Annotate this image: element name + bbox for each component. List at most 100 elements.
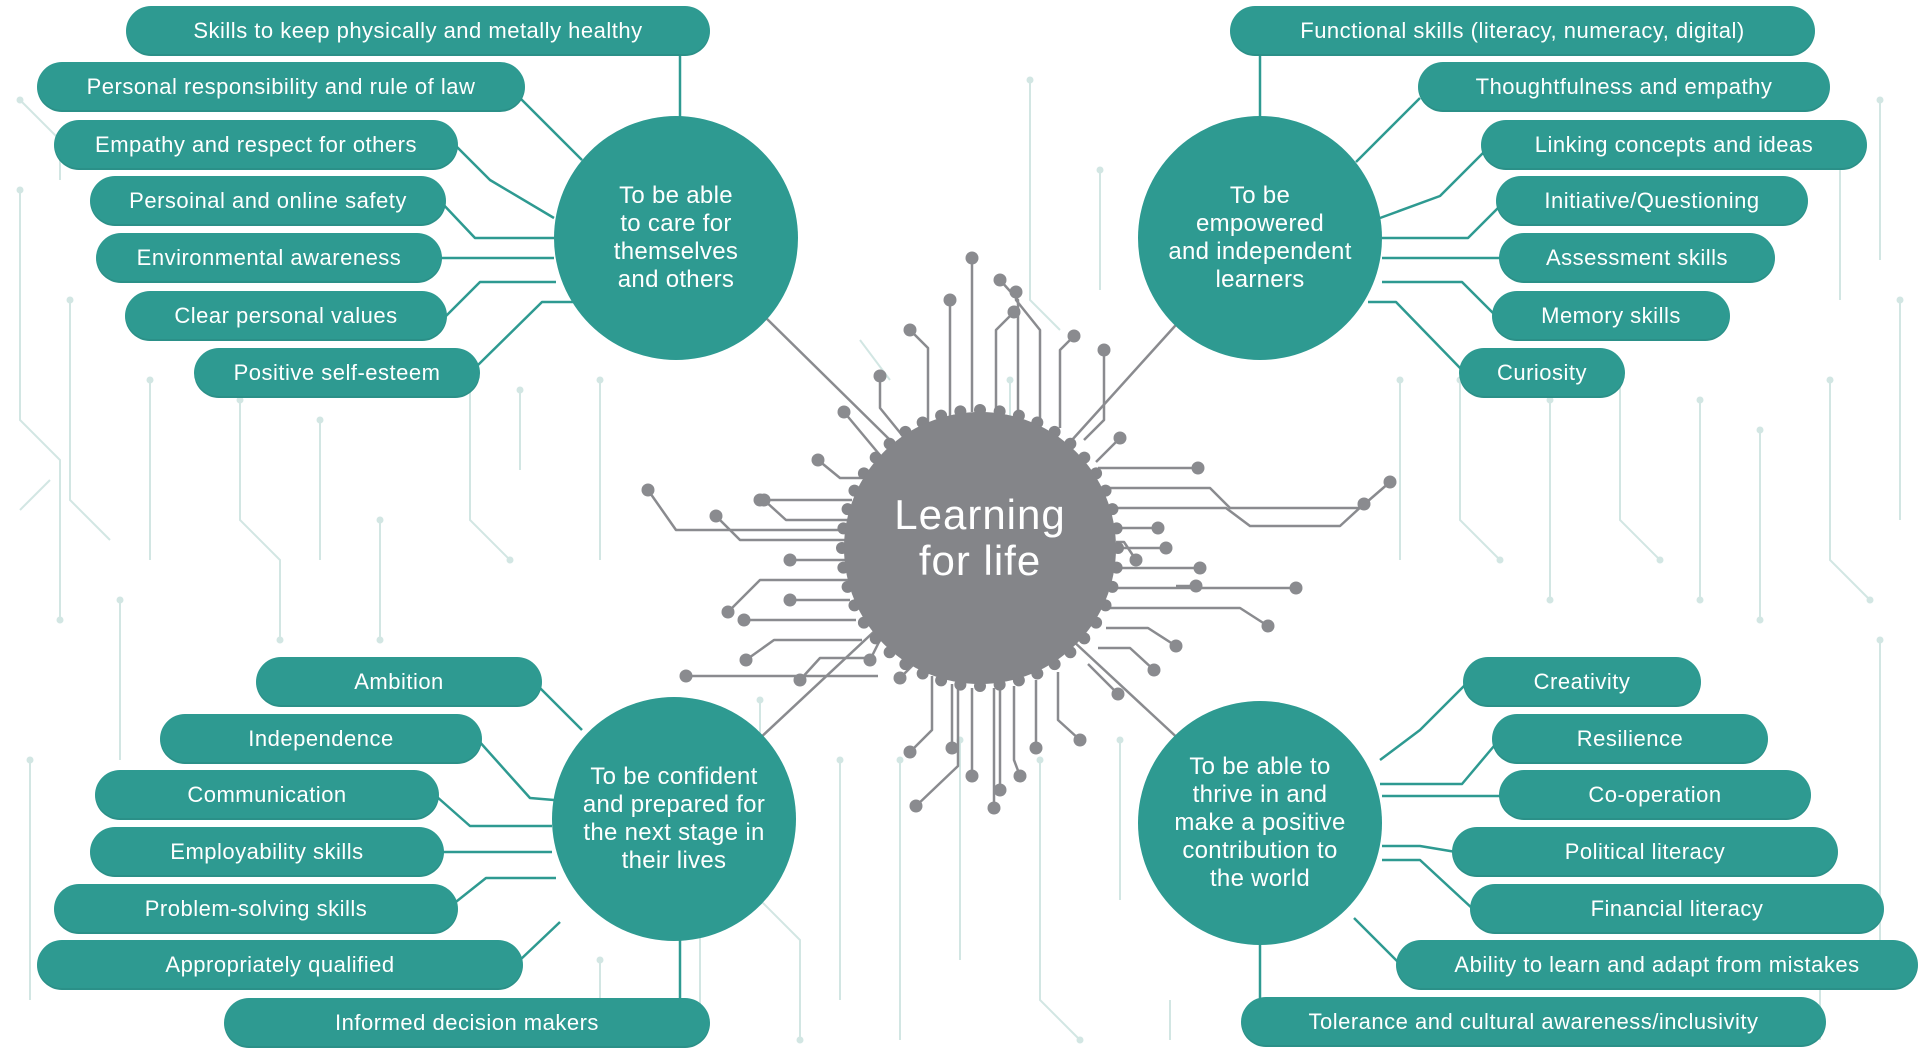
circuit-trace (763, 499, 848, 522)
circuit-terminal (903, 323, 917, 337)
bg-trace (1619, 380, 1661, 561)
bg-trace (19, 479, 51, 511)
link-core-care (763, 315, 891, 441)
hub-thrive-title: To be able to thrive in and make a posit… (1174, 753, 1346, 892)
bg-node (236, 396, 244, 404)
bg-node (1546, 396, 1554, 404)
pill-curiosity: Curiosity (1459, 348, 1625, 398)
circuit-terminal (1073, 733, 1087, 747)
bg-node (376, 636, 384, 644)
bg-node (1496, 556, 1504, 564)
pill-positive-self-esteem: Positive self-esteem (194, 348, 480, 398)
bg-trace (19, 190, 61, 620)
pill-appropriately-qualified: Appropriately qualified (37, 940, 523, 990)
pill-communication: Communication (95, 770, 439, 820)
bg-node (26, 756, 34, 764)
bg-node (1036, 756, 1044, 764)
pill-learn-adapt-mistakes: Ability to learn and adapt from mistakes (1396, 940, 1918, 990)
pill-functional-skills: Functional skills (literacy, numeracy, d… (1230, 6, 1815, 56)
link-confident (435, 795, 552, 828)
link-confident (519, 921, 561, 961)
circuit-trace (994, 311, 1015, 410)
circuit-terminal (783, 593, 797, 607)
circuit-terminal (757, 493, 771, 507)
circuit-terminal (1151, 521, 1165, 535)
link-thrive (1353, 917, 1399, 963)
circuit-trace (1116, 540, 1138, 561)
circuit-trace (1058, 335, 1075, 428)
circuit-trace (1110, 503, 1365, 528)
circuit-trace (1012, 686, 1022, 777)
bg-trace (1829, 380, 1871, 601)
pill-linking-concepts: Linking concepts and ideas (1481, 120, 1867, 170)
bg-node (1696, 596, 1704, 604)
bg-trace (1459, 380, 1501, 561)
bg-node (1076, 1036, 1084, 1044)
circuit-trace (1106, 626, 1177, 648)
link-thrive (1382, 844, 1457, 854)
core-circle (844, 412, 1116, 684)
bg-node (276, 636, 284, 644)
bg-node (1826, 376, 1834, 384)
circuit-terminal (1383, 475, 1397, 489)
circuit-terminal (679, 669, 693, 683)
bg-node (1396, 376, 1404, 384)
circuit-terminal (945, 741, 959, 755)
bg-node (66, 296, 74, 304)
circuit-trace (817, 459, 862, 480)
bg-node (56, 616, 64, 624)
circuit-trace (909, 329, 930, 428)
pill-political-literacy: Political literacy (1452, 827, 1838, 877)
circuit-trace (878, 376, 907, 441)
bg-node (596, 956, 604, 964)
pill-environmental-awareness: Environmental awareness (96, 233, 442, 283)
hub-confident-prepared: To be confident and prepared for the nex… (552, 697, 796, 941)
bg-node (1756, 616, 1764, 624)
bg-node (1866, 596, 1874, 604)
circuit-terminal (1067, 329, 1081, 343)
circuit-terminal (863, 653, 877, 667)
bg-node (1876, 636, 1884, 644)
bg-node (796, 1036, 804, 1044)
link-confident (477, 739, 555, 802)
bg-node (16, 186, 24, 194)
circuit-terminal (1357, 497, 1371, 511)
bg-node (506, 556, 514, 564)
link-empowered (1379, 151, 1485, 220)
link-thrive (1379, 683, 1467, 761)
pill-ambition: Ambition (256, 657, 542, 707)
pill-informed-decision-makers: Informed decision makers (224, 998, 710, 1048)
bg-node (756, 696, 764, 704)
circuit-terminal (1189, 579, 1203, 593)
pill-creativity: Creativity (1463, 657, 1701, 707)
bg-trace (69, 300, 111, 541)
circuit-terminal (993, 783, 1007, 797)
circuit-terminal (1147, 663, 1161, 677)
pill-assessment-skills: Assessment skills (1499, 233, 1775, 283)
pill-empathy-respect: Empathy and respect for others (54, 120, 458, 170)
circuit-terminal (965, 769, 979, 783)
link-confident (451, 876, 556, 906)
bg-node (896, 756, 904, 764)
pill-independence: Independence (160, 714, 482, 764)
circuit-terminal (641, 483, 655, 497)
bg-node (1026, 76, 1034, 84)
pill-tolerance-inclusivity: Tolerance and cultural awareness/inclusi… (1241, 997, 1826, 1047)
link-care (477, 300, 580, 366)
circuit-trace (799, 656, 868, 681)
circuit-terminal (965, 251, 979, 265)
bg-node (316, 416, 324, 424)
pill-clear-personal-values: Clear personal values (125, 291, 447, 341)
pill-online-safety: Persoinal and online safety (90, 176, 446, 226)
circuit-terminal (903, 745, 917, 759)
circuit-trace (1098, 646, 1155, 671)
bg-node (1876, 96, 1884, 104)
bg-node (1756, 426, 1764, 434)
link-care (454, 144, 555, 220)
link-empowered (1368, 300, 1463, 371)
circuit-trace (1110, 606, 1269, 628)
pill-thoughtfulness-empathy: Thoughtfulness and empathy (1418, 62, 1830, 112)
hub-care-title: To be able to care for themselves and ot… (613, 182, 739, 293)
hub-care-for-themselves: To be able to care for themselves and ot… (554, 116, 798, 360)
